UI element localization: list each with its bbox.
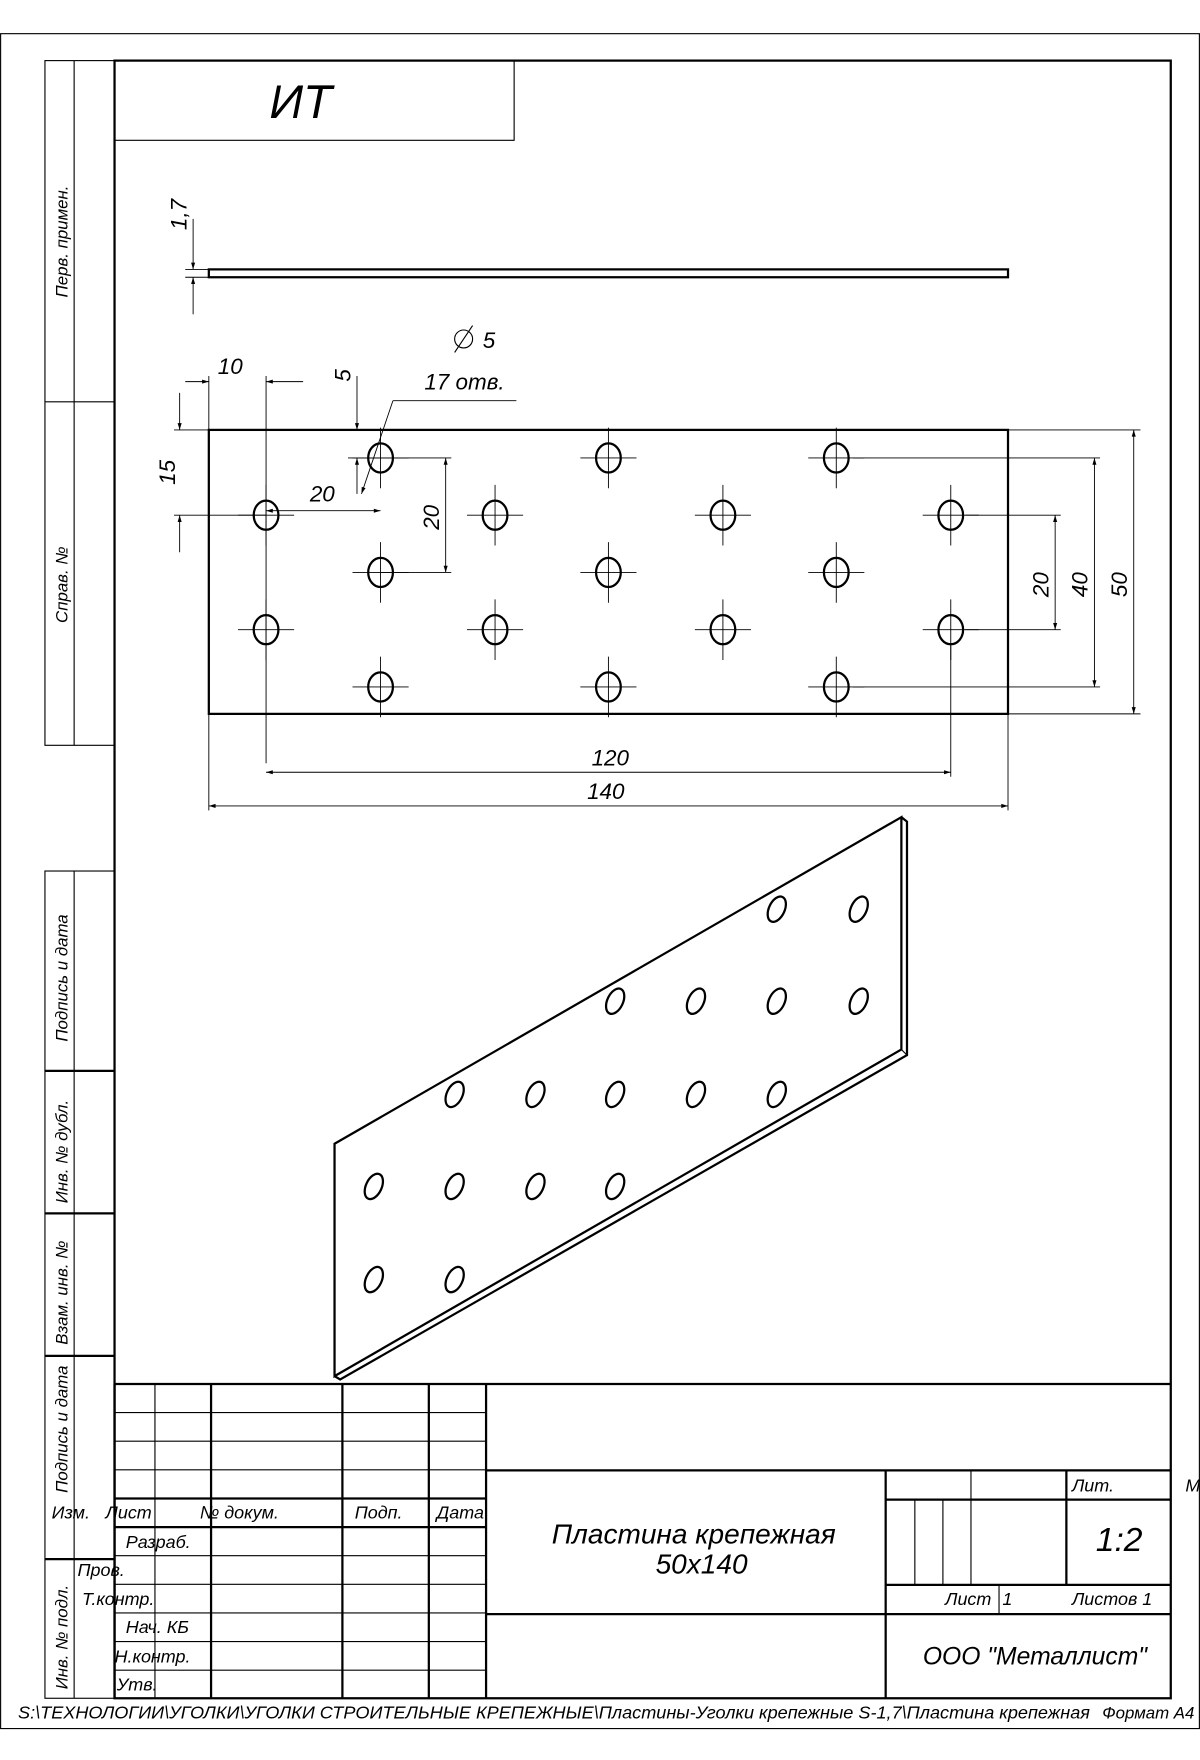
label-sprav-no: Справ. № bbox=[52, 546, 71, 623]
hole bbox=[766, 895, 788, 923]
dim-inner-20: 20 bbox=[1028, 572, 1053, 598]
tb-utv: Утв. bbox=[116, 1674, 158, 1694]
side-view: 1,7 bbox=[166, 197, 1010, 315]
hole bbox=[848, 895, 869, 923]
plan-view bbox=[207, 427, 1010, 718]
dim-edge-y2: 15 bbox=[155, 459, 180, 484]
hole bbox=[525, 1080, 546, 1109]
hole bbox=[466, 599, 524, 660]
tb-company: ООО "Металлист" bbox=[923, 1644, 1148, 1671]
hole bbox=[580, 542, 637, 603]
dim-pitch-y: 20 bbox=[419, 504, 444, 530]
hole bbox=[525, 1172, 546, 1201]
diameter-symbol bbox=[454, 325, 474, 353]
footer-format: Формат А4 bbox=[1102, 1703, 1194, 1722]
inner-frame bbox=[113, 59, 1172, 1700]
side-strip-top: Перв. примен. Справ. № bbox=[44, 60, 116, 746]
hole bbox=[808, 542, 865, 603]
tb-lit: Лит. bbox=[1071, 1476, 1114, 1496]
stamp-text: ИТ bbox=[269, 75, 335, 128]
title-block: Изм. Лист № докум. Подп. Дата Разраб. Пр… bbox=[52, 1382, 1200, 1699]
hole bbox=[604, 1172, 626, 1201]
tb-nach-kb: Нач. КБ bbox=[126, 1617, 190, 1637]
hole bbox=[685, 987, 707, 1015]
hole bbox=[808, 656, 865, 718]
dim-length-140: 140 bbox=[587, 779, 625, 804]
hole bbox=[363, 1172, 385, 1201]
plan-dimensions: 10 5 15 20 20 17 отв. 5 20 40 bbox=[155, 325, 1141, 811]
hole bbox=[766, 1080, 788, 1109]
label-vzam-inv: Взам. инв. № bbox=[52, 1241, 71, 1345]
tb-data: Дата bbox=[435, 1503, 484, 1523]
tb-razrab: Разраб. bbox=[126, 1532, 191, 1552]
dim-inner-40: 40 bbox=[1068, 572, 1093, 597]
hole bbox=[580, 656, 637, 718]
tb-list: Лист bbox=[105, 1503, 152, 1523]
label-inv-podl: Инв. № подл. bbox=[52, 1585, 71, 1689]
side-strip-bottom: Подпись и дата Инв. № дубл. Взам. инв. №… bbox=[44, 870, 116, 1699]
hole bbox=[580, 427, 637, 489]
hole bbox=[444, 1265, 465, 1294]
dim-hole-count: 17 отв. bbox=[424, 369, 504, 394]
hole bbox=[604, 987, 626, 1015]
tb-prov: Пров. bbox=[78, 1560, 125, 1580]
hole bbox=[848, 987, 869, 1015]
outer-border bbox=[0, 33, 1200, 1730]
tb-scale: 1:2 bbox=[1096, 1522, 1143, 1559]
dim-edge-y: 5 bbox=[330, 369, 355, 382]
tb-n-kontr: Н.контр. bbox=[115, 1646, 191, 1666]
hole bbox=[685, 1080, 707, 1109]
tb-no-dokum: № докум. bbox=[200, 1503, 279, 1523]
tb-sheet-no: 1 bbox=[1002, 1589, 1012, 1609]
stamp-box bbox=[113, 60, 515, 141]
hole bbox=[766, 987, 788, 1015]
dim-hole-diameter: 5 bbox=[483, 328, 496, 353]
tb-sheets: Листов 1 bbox=[1071, 1589, 1152, 1609]
dim-thickness: 1,7 bbox=[166, 197, 191, 230]
label-podpis-data-1: Подпись и дата bbox=[52, 914, 71, 1041]
hole bbox=[352, 656, 409, 718]
tb-massa: М bbox=[1185, 1476, 1200, 1496]
isometric-view bbox=[333, 815, 909, 1381]
hole bbox=[694, 484, 751, 546]
hole bbox=[363, 1265, 385, 1294]
footer-path: S:\ТЕХНОЛОГИИ\УГОЛКИ\УГОЛКИ СТРОИТЕЛЬНЫЕ… bbox=[18, 1702, 1090, 1722]
drawing-subtitle: 50x140 bbox=[656, 1549, 748, 1580]
dim-pitch-x: 20 bbox=[309, 482, 335, 507]
hole bbox=[444, 1080, 465, 1109]
tb-sheet-label: Лист bbox=[944, 1589, 991, 1609]
label-perv-primen: Перв. примен. bbox=[52, 186, 71, 298]
label-inv-dubl: Инв. № дубл. bbox=[52, 1100, 71, 1204]
tb-izm: Изм. bbox=[52, 1503, 90, 1523]
label-podpis-data-2: Подпись и дата bbox=[52, 1366, 71, 1493]
dim-height-50: 50 bbox=[1107, 572, 1132, 597]
hole bbox=[604, 1080, 626, 1109]
hole bbox=[694, 599, 751, 660]
tb-podp: Подп. bbox=[355, 1503, 403, 1523]
drawing-title: Пластина крепежная bbox=[552, 1518, 836, 1549]
hole bbox=[466, 484, 524, 546]
dim-edge-x: 10 bbox=[218, 354, 243, 379]
dim-span-120: 120 bbox=[592, 746, 630, 771]
hole bbox=[444, 1172, 465, 1201]
tb-t-kontr: Т.контр. bbox=[82, 1589, 154, 1609]
